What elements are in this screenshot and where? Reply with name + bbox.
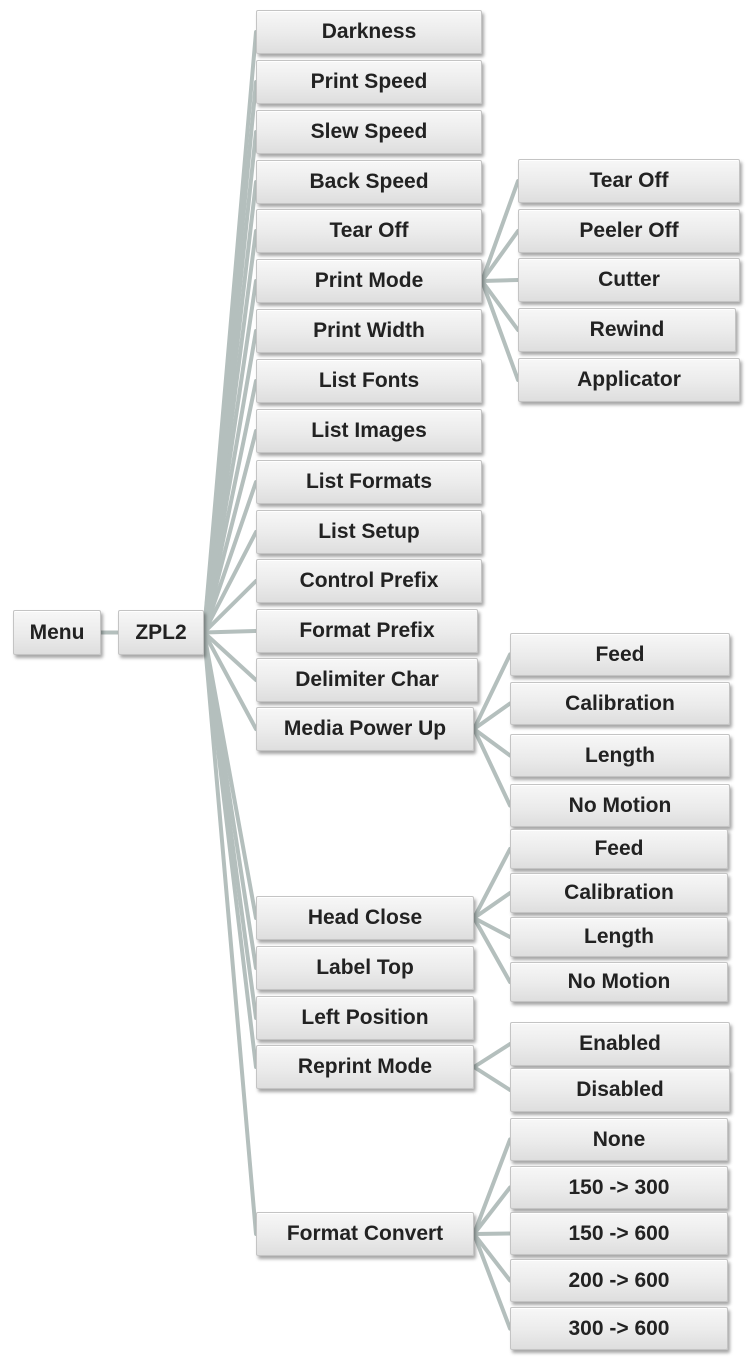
- option-print-mode-rewind: Rewind: [518, 308, 736, 352]
- connector-branch-item: [202, 630, 258, 731]
- option-media-power-up-feed: Feed: [510, 633, 730, 676]
- connector-item-option: [472, 727, 512, 808]
- menu-item-delimiter-char: Delimiter Char: [256, 658, 478, 702]
- option-print-mode-cutter: Cutter: [518, 258, 740, 302]
- option-media-power-up-no-motion: No Motion: [510, 784, 730, 827]
- option-format-convert-200-to-600: 200 -> 600: [510, 1259, 728, 1302]
- connector-item-option: [472, 916, 512, 984]
- option-reprint-mode-enabled: Enabled: [510, 1022, 730, 1066]
- connector-branch-item: [202, 579, 258, 635]
- option-head-close-length: Length: [510, 917, 728, 957]
- option-media-power-up-length: Length: [510, 734, 730, 777]
- option-format-convert-300-to-600: 300 -> 600: [510, 1307, 728, 1350]
- connector-branch-item: [202, 630, 258, 682]
- connector-item-option: [472, 1232, 512, 1331]
- option-format-convert-none: None: [510, 1118, 728, 1161]
- menu-item-list-formats: List Formats: [256, 460, 482, 504]
- connector-item-option: [472, 847, 512, 920]
- connector-branch-item: [202, 480, 258, 635]
- connector-branch-item: [202, 429, 258, 635]
- connector-item-option: [472, 916, 512, 939]
- connector-item-option: [480, 279, 520, 332]
- menu-item-print-mode: Print Mode: [256, 259, 482, 303]
- option-head-close-feed: Feed: [510, 829, 728, 869]
- menu-item-list-setup: List Setup: [256, 510, 482, 554]
- connector-item-option: [472, 891, 512, 920]
- connector-item-option: [480, 278, 520, 283]
- branch-node-zpl2: ZPL2: [118, 610, 204, 655]
- connector-item-option: [472, 727, 512, 758]
- menu-item-format-convert: Format Convert: [256, 1212, 474, 1256]
- menu-item-print-width: Print Width: [256, 309, 482, 353]
- option-head-close-no-motion: No Motion: [510, 962, 728, 1002]
- connector-item-option: [472, 1232, 512, 1283]
- menu-item-label-top: Label Top: [256, 946, 474, 990]
- menu-item-print-speed: Print Speed: [256, 60, 482, 104]
- menu-item-format-prefix: Format Prefix: [256, 609, 478, 653]
- option-head-close-calibration: Calibration: [510, 873, 728, 913]
- connector-item-option: [472, 1042, 512, 1069]
- menu-item-darkness: Darkness: [256, 10, 482, 54]
- option-print-mode-peeler-off: Peeler Off: [518, 209, 740, 253]
- menu-item-media-power-up: Media Power Up: [256, 707, 474, 751]
- connector-item-option: [480, 179, 520, 283]
- connector-branch-item: [202, 629, 258, 635]
- menu-item-tear-off: Tear Off: [256, 209, 482, 253]
- connector-branch-item: [202, 530, 258, 635]
- connector-item-option: [472, 1231, 512, 1236]
- menu-item-head-close: Head Close: [256, 896, 474, 940]
- connector-branch-item: [202, 630, 258, 1069]
- menu-item-control-prefix: Control Prefix: [256, 559, 482, 603]
- root-node-menu: Menu: [13, 610, 101, 655]
- connector-branch-item: [202, 379, 258, 635]
- connector-item-option: [472, 1137, 512, 1236]
- option-reprint-mode-disabled: Disabled: [510, 1068, 730, 1112]
- connector-item-option: [472, 701, 512, 731]
- connector-item-option: [472, 652, 512, 731]
- menu-item-list-images: List Images: [256, 409, 482, 453]
- connector-item-option: [480, 279, 520, 382]
- menu-item-reprint-mode: Reprint Mode: [256, 1045, 474, 1089]
- menu-item-slew-speed: Slew Speed: [256, 110, 482, 154]
- option-print-mode-tear-off: Tear Off: [518, 159, 740, 203]
- connector-item-option: [480, 229, 520, 283]
- option-format-convert-150-to-600: 150 -> 600: [510, 1212, 728, 1255]
- option-format-convert-150-to-300: 150 -> 300: [510, 1166, 728, 1209]
- menu-item-list-fonts: List Fonts: [256, 359, 482, 403]
- option-media-power-up-calibration: Calibration: [510, 682, 730, 725]
- menu-item-left-position: Left Position: [256, 996, 474, 1040]
- connector-branch-item: [202, 630, 258, 1236]
- option-print-mode-applicator: Applicator: [518, 358, 740, 402]
- connector-item-option: [472, 1065, 512, 1092]
- connector-item-option: [472, 1185, 512, 1236]
- menu-item-back-speed: Back Speed: [256, 160, 482, 204]
